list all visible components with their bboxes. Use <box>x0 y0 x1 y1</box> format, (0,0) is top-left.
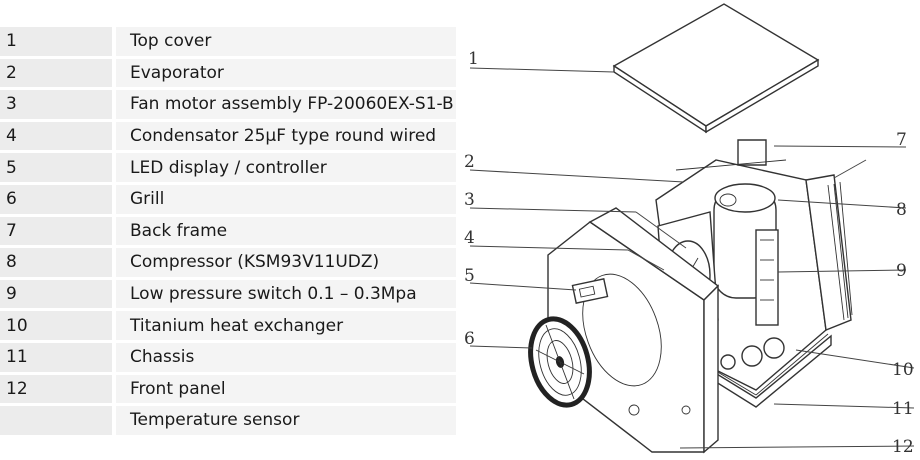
part-number: 3 <box>0 90 112 119</box>
part-number: 11 <box>0 342 112 372</box>
part-number: 4 <box>0 121 112 151</box>
part-description: Evaporator <box>116 58 456 88</box>
row-spacer <box>112 27 116 56</box>
part-description: LED display / controller <box>116 153 456 182</box>
part-description: Back frame <box>116 216 456 246</box>
row-spacer <box>112 311 116 340</box>
row-spacer <box>112 90 116 119</box>
part-number: 1 <box>0 27 112 56</box>
part-description: Titanium heat exchanger <box>116 311 456 340</box>
front-panel-part <box>547 207 720 454</box>
part-description: Fan motor assembly FP-20060EX-S1-B <box>116 90 456 119</box>
parts-table-row: Temperature sensor <box>0 406 456 435</box>
part-number: 6 <box>0 184 112 214</box>
callout-7: 7 <box>896 130 907 150</box>
row-spacer <box>112 342 116 372</box>
row-spacer <box>112 216 116 246</box>
callout-11: 11 <box>892 399 914 419</box>
row-spacer <box>112 184 116 214</box>
led-display-part <box>571 278 609 304</box>
part-number: 8 <box>0 248 112 277</box>
row-spacer <box>112 58 116 88</box>
row-spacer <box>112 153 116 182</box>
callout-1: 1 <box>468 49 479 69</box>
part-description: Low pressure switch 0.1 – 0.3Mpa <box>116 279 456 309</box>
part-description: Top cover <box>116 27 456 56</box>
part-number: 10 <box>0 311 112 340</box>
part-number: 7 <box>0 216 112 246</box>
callout-3: 3 <box>464 190 475 210</box>
callout-12: 12 <box>892 437 914 457</box>
part-description: Front panel <box>116 374 456 404</box>
part-number <box>0 406 112 435</box>
exploded-view-diagram: 1 2 3 4 5 6 7 8 9 10 11 12 <box>464 3 915 457</box>
part-description: Condensator 25µF type round wired <box>116 121 456 151</box>
top-cover-part <box>612 3 820 134</box>
callout-5: 5 <box>464 266 475 286</box>
callout-9: 9 <box>896 261 907 281</box>
part-number: 2 <box>0 58 112 88</box>
callout-6: 6 <box>464 329 475 349</box>
row-spacer <box>112 121 116 151</box>
row-spacer <box>112 279 116 309</box>
compressor-part <box>713 183 785 370</box>
leader-lines <box>469 67 915 449</box>
part-number: 9 <box>0 279 112 309</box>
part-number: 12 <box>0 374 112 404</box>
callout-2: 2 <box>464 152 475 172</box>
row-spacer <box>112 374 116 404</box>
callout-8: 8 <box>896 200 907 220</box>
callout-4: 4 <box>464 228 475 248</box>
part-number: 5 <box>0 153 112 182</box>
part-description: Grill <box>116 184 456 214</box>
row-spacer <box>112 248 116 277</box>
part-description: Chassis <box>116 342 456 372</box>
row-spacer <box>112 406 116 435</box>
callout-10: 10 <box>892 360 914 380</box>
part-description: Temperature sensor <box>116 406 456 435</box>
part-description: Compressor (KSM93V11UDZ) <box>116 248 456 277</box>
grill-part <box>528 316 592 408</box>
